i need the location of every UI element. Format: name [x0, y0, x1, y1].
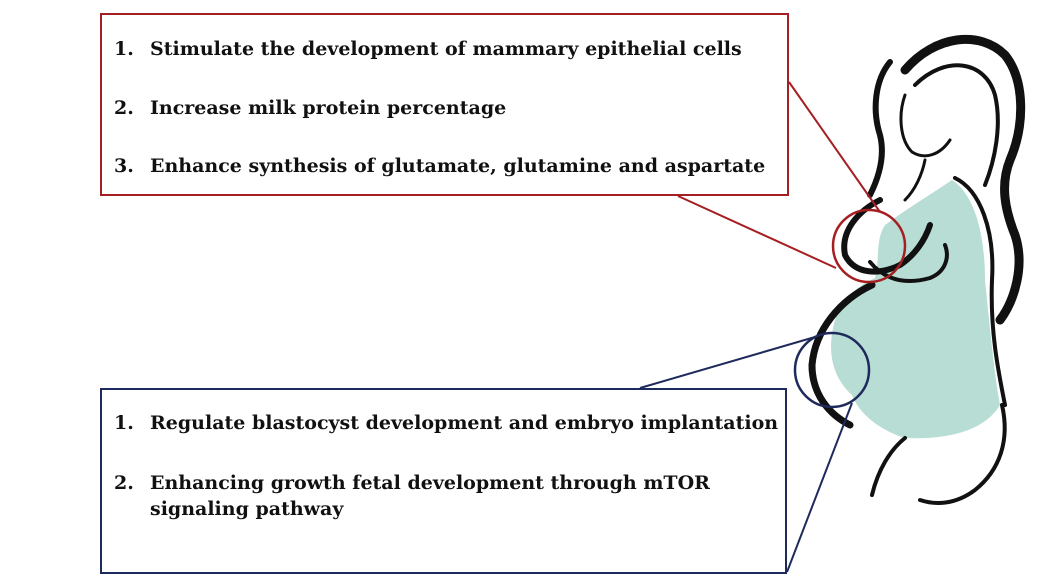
- mammary-effect-item: 1. Stimulate the development of mammary e…: [114, 36, 742, 62]
- embryo-effect-item: 2. Enhancing growth fetal development thr…: [114, 470, 750, 522]
- item-text: Stimulate the development of mammary epi…: [150, 38, 742, 60]
- breast-highlight-circle: [831, 208, 907, 284]
- mammary-effect-item: 2. Increase milk protein percentage: [114, 95, 506, 121]
- arm-outline: [841, 197, 933, 275]
- hair-strand: [867, 59, 893, 198]
- embryo-effect-item: 1. Regulate blastocyst development and em…: [114, 410, 778, 436]
- bottom-connector-lower: [786, 402, 853, 573]
- leg-outline: [918, 403, 1007, 505]
- mammary-effect-item: 3. Enhance synthesis of glutamate, glutam…: [114, 153, 765, 179]
- item-number: 2.: [114, 472, 134, 494]
- arm-outline-lower: [868, 243, 949, 283]
- thigh-outline: [870, 436, 907, 497]
- top-connector-lower: [677, 195, 837, 269]
- hair-stroke: [900, 34, 1026, 325]
- item-number: 2.: [114, 97, 134, 119]
- body-fill-shape: [831, 180, 1000, 439]
- item-number: 1.: [114, 38, 134, 60]
- item-text: Enhance synthesis of glutamate, glutamin…: [150, 155, 766, 177]
- item-text: Increase milk protein percentage: [150, 97, 507, 119]
- uterus-highlight-circle: [793, 331, 871, 409]
- item-number: 1.: [114, 412, 134, 434]
- item-text: Regulate blastocyst development and embr…: [150, 412, 779, 434]
- hair-stroke-inner: [913, 63, 1000, 187]
- item-text: Enhancing growth fetal development throu…: [150, 472, 710, 520]
- mammary-effects-box: 1. Stimulate the development of mammary e…: [100, 13, 789, 196]
- bottom-connector-upper: [639, 336, 816, 389]
- top-connector-upper: [788, 81, 881, 213]
- back-outline: [953, 176, 1007, 407]
- embryo-effects-box: 1. Regulate blastocyst development and em…: [100, 388, 787, 574]
- neck-line: [903, 158, 927, 202]
- item-number: 3.: [114, 155, 134, 177]
- face-outline: [899, 93, 952, 158]
- belly-outline: [808, 281, 876, 429]
